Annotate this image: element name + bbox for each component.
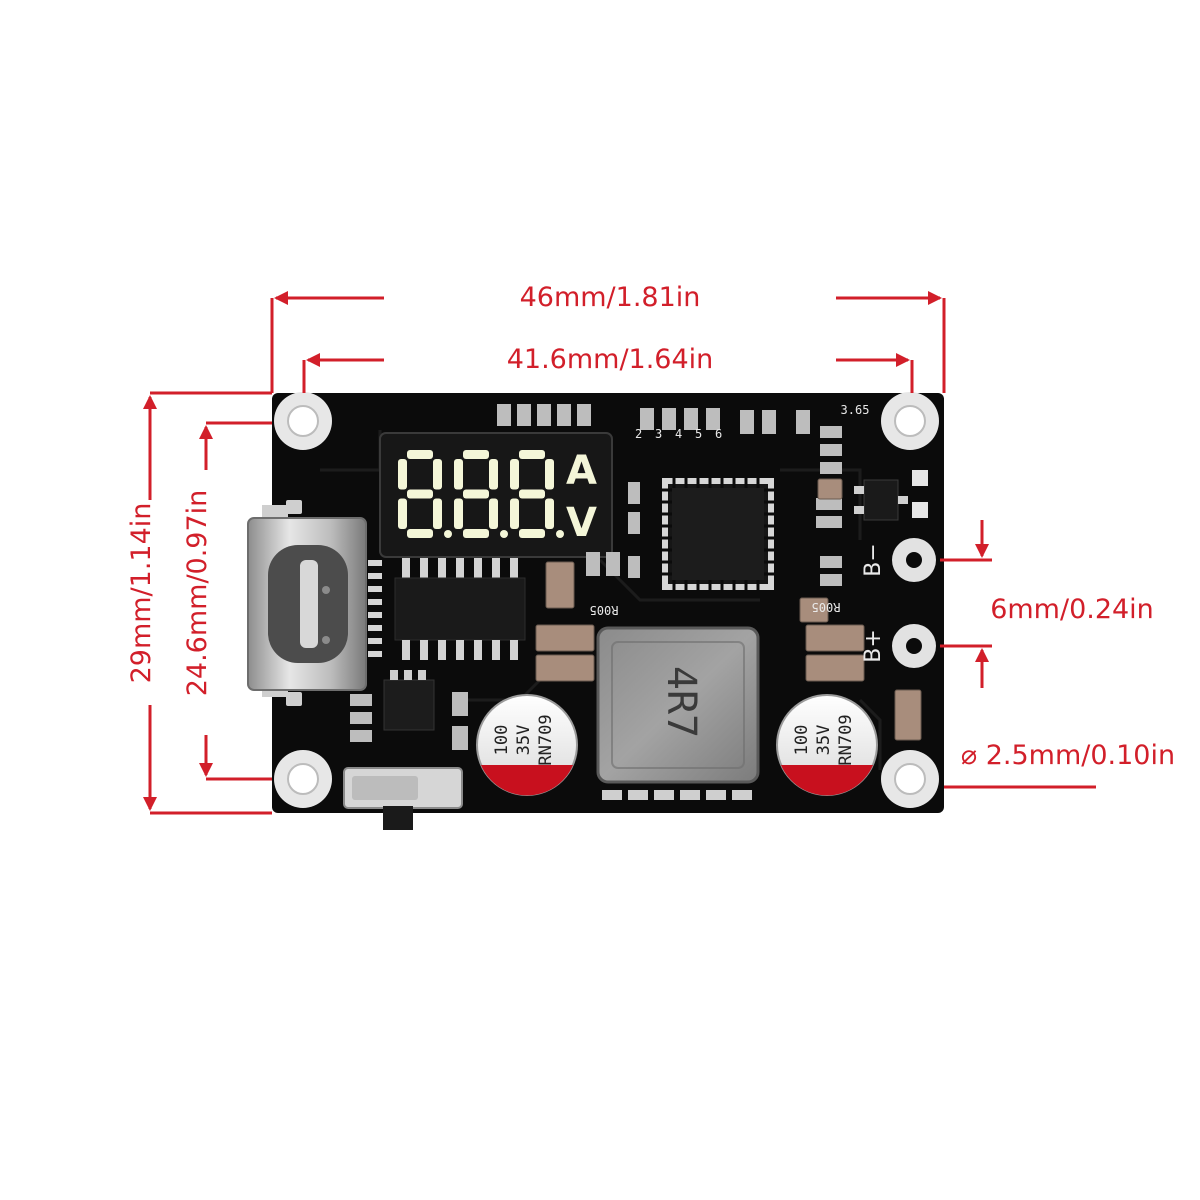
mounting-hole-top-right	[881, 392, 939, 450]
usb-c-connector	[247, 505, 367, 697]
mounting-hole-top-left	[274, 392, 332, 450]
segment	[510, 459, 519, 490]
mounting-hole-bottom-right	[881, 750, 939, 808]
header-value-label: 3.65	[841, 403, 870, 417]
hole-diameter-label: ⌀ 2.5mm/0.10in	[961, 740, 1175, 771]
cap-left-voltage: 35V	[514, 725, 534, 756]
resistor-label-left: R005	[590, 603, 619, 617]
segment	[519, 450, 545, 459]
cap-right-value: 100	[792, 725, 812, 756]
pin-number: 5	[695, 427, 702, 441]
pin-number: 6	[715, 427, 722, 441]
display-unit-amps: A	[566, 448, 597, 494]
outer-width-label: 46mm/1.81in	[520, 282, 701, 313]
seven-segment-display: A V	[379, 432, 613, 558]
label-b-positive: B+	[861, 629, 886, 663]
segment	[407, 529, 433, 538]
segment	[519, 489, 545, 499]
inductor-marking: 4R7	[658, 666, 704, 738]
segment	[398, 498, 407, 529]
segment	[489, 459, 498, 490]
segment	[463, 450, 489, 459]
terminal-b-positive: B+	[861, 624, 936, 668]
segment	[489, 498, 498, 529]
segment	[454, 498, 463, 529]
outer-height-label: 29mm/1.14in	[126, 503, 157, 684]
decimal-point	[444, 530, 452, 538]
segment	[407, 489, 433, 499]
segment	[519, 529, 545, 538]
slide-switch	[343, 767, 463, 830]
segment	[463, 489, 489, 499]
cap-right-voltage: 35V	[814, 725, 834, 756]
segment	[545, 498, 554, 529]
resistor-label-right: R005	[812, 600, 841, 614]
display-unit-volts: V	[566, 500, 597, 546]
cap-left-series: RN709	[536, 714, 556, 765]
decimal-point	[500, 530, 508, 538]
mounting-hole-bottom-left	[274, 750, 332, 808]
segment	[454, 459, 463, 490]
electrolytic-capacitor-right: 100 35V RN709	[776, 694, 878, 796]
smd-components	[350, 404, 928, 750]
segment	[433, 498, 442, 529]
inner-height-label: 24.6mm/0.97in	[182, 490, 213, 697]
dimension-annotations	[143, 291, 1096, 815]
segment	[463, 529, 489, 538]
display-digit	[454, 450, 508, 538]
usb-pins	[368, 560, 382, 657]
microcontroller-chip	[662, 478, 774, 590]
pin-number: 2	[635, 427, 642, 441]
decimal-point	[556, 530, 564, 538]
segment	[510, 498, 519, 529]
segment	[398, 459, 407, 490]
display-digit	[398, 450, 452, 538]
power-inductor: 4R7	[596, 626, 760, 784]
label-b-negative: B−	[861, 543, 886, 577]
segment	[433, 459, 442, 490]
pin-number: 3	[655, 427, 662, 441]
segment	[545, 459, 554, 490]
terminal-b-negative: B−	[861, 538, 936, 582]
pin-number: 4	[675, 427, 682, 441]
inner-width-label: 41.6mm/1.64in	[507, 344, 714, 375]
driver-ic-upper	[394, 558, 526, 660]
display-digit	[510, 450, 564, 538]
bottom-pad-row	[602, 790, 752, 800]
cap-left-value: 100	[492, 725, 512, 756]
terminal-pitch-label: 6mm/0.24in	[990, 594, 1154, 625]
segment	[407, 450, 433, 459]
cap-right-series: RN709	[836, 714, 856, 765]
electrolytic-capacitor-left: 100 35V RN709	[476, 694, 578, 796]
